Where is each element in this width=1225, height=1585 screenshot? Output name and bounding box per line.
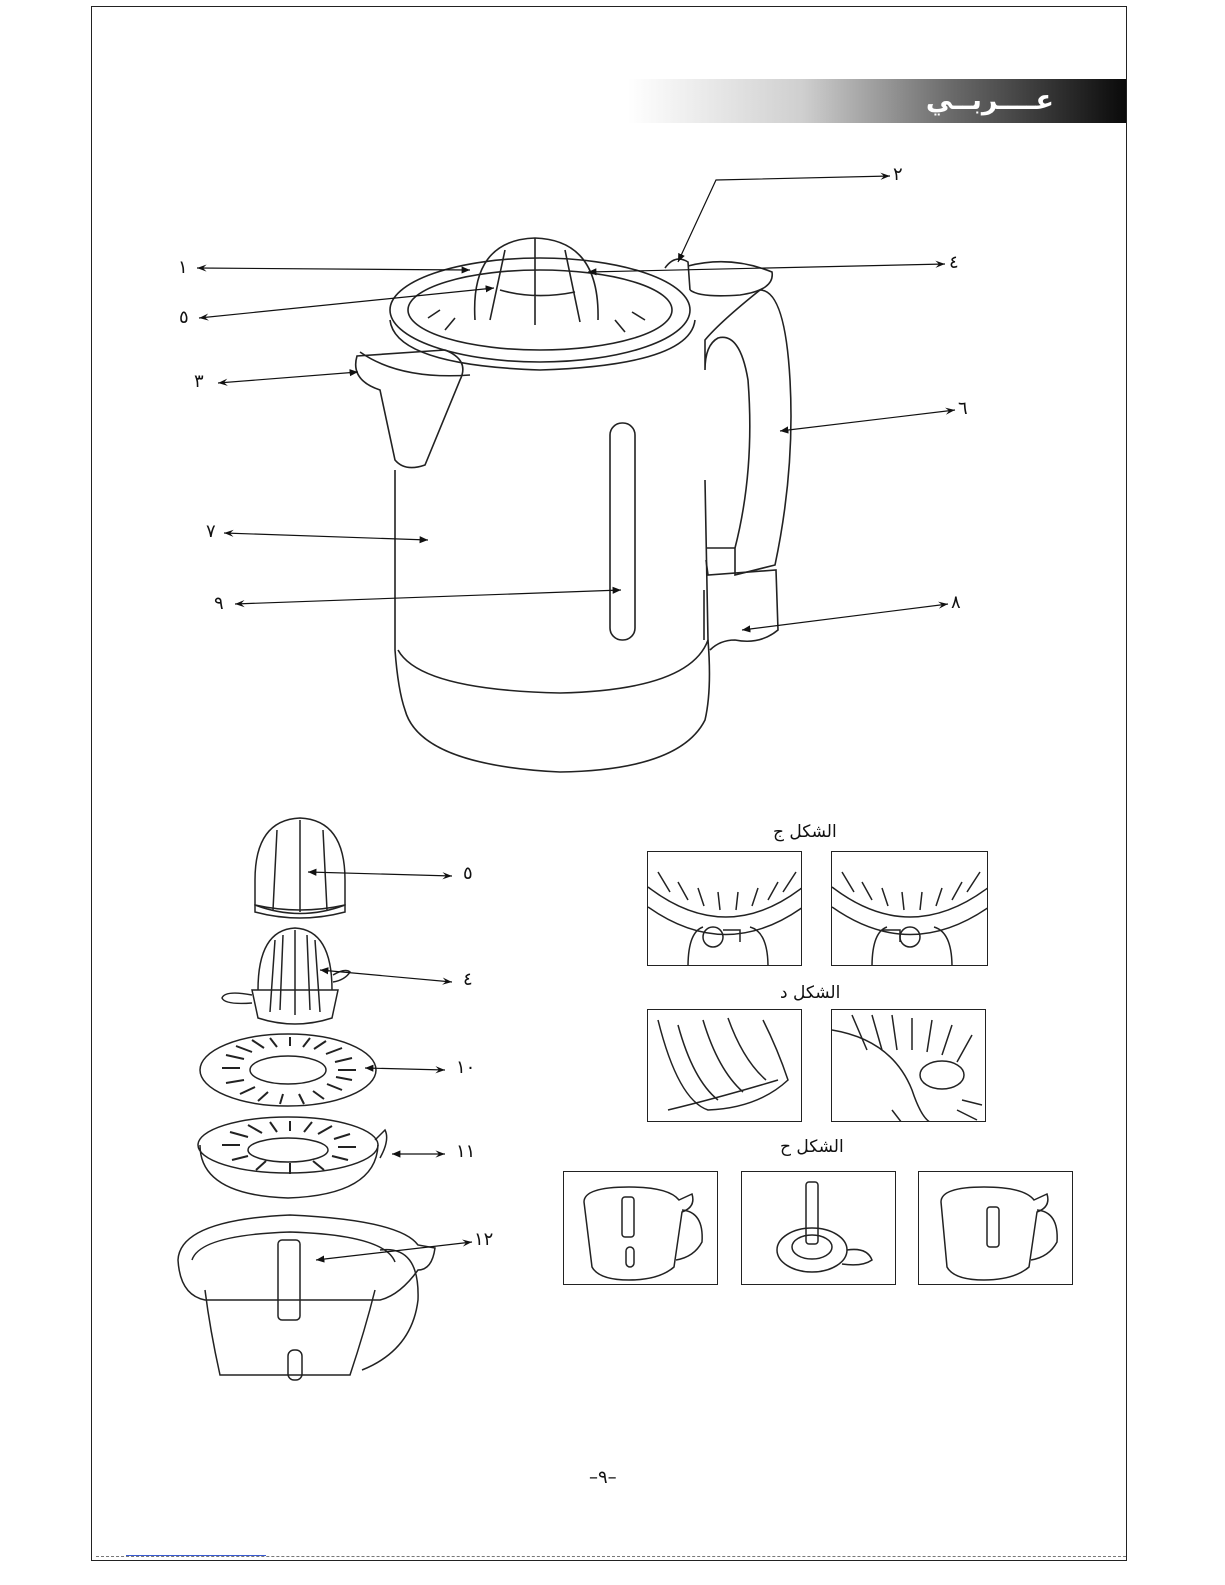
callout-9: ٩: [214, 595, 224, 613]
juicer-bowl-rim: [390, 258, 690, 362]
figure-d-photo-right: [831, 1009, 986, 1122]
callout-3: ٣: [194, 373, 204, 391]
callout-4: ٤: [949, 254, 959, 272]
kettle-base-band: [398, 640, 708, 693]
kettle-body: [395, 470, 709, 772]
callout-ex-11: ١١: [456, 1143, 475, 1161]
figure-caption-j: الشكل ج: [773, 822, 837, 842]
figure-j-photo-left: [647, 851, 802, 966]
callout-7: ٧: [206, 523, 216, 541]
leader-7: [224, 533, 428, 540]
juicer-bowl-inner: [408, 270, 672, 350]
leader-ex-12: [316, 1242, 472, 1260]
callout-2: ٢: [893, 166, 903, 184]
page-number: –٩–: [589, 1467, 617, 1488]
footer-dashed-line: [96, 1556, 1126, 1557]
water-level-window: [610, 423, 635, 640]
leader-2: [678, 176, 890, 262]
figure-h-photo-middle: [741, 1171, 896, 1285]
leader-9: [235, 590, 621, 604]
kettle-handle: [705, 290, 791, 575]
figure-d-photo-left: [647, 1009, 802, 1122]
leader-5: [199, 288, 494, 318]
callout-ex-5: ٥: [463, 865, 473, 883]
callout-ex-10: ١٠: [456, 1059, 475, 1077]
callout-ex-12: ١٢: [474, 1231, 493, 1249]
figure-caption-h: الشكل ح: [780, 1137, 844, 1157]
footer-blue-underline: [126, 1555, 266, 1556]
figure-h-photo-left: [563, 1171, 718, 1285]
callout-5: ٥: [179, 309, 189, 327]
leader-ex-5: [308, 872, 452, 876]
leader-6: [780, 410, 955, 431]
figure-h-photo-right: [918, 1171, 1073, 1285]
callout-8: ٨: [951, 594, 961, 612]
lid-tab: [665, 259, 690, 290]
jug-body: [205, 1290, 375, 1375]
leader-8: [742, 604, 948, 630]
leader-4: [588, 264, 945, 272]
leader-1: [197, 268, 470, 270]
kettle-spout: [356, 350, 463, 468]
callout-ex-4: ٤: [463, 971, 473, 989]
callout-6: ٦: [958, 400, 968, 418]
figure-j-photo-right: [831, 851, 988, 966]
leader-3: [218, 372, 358, 383]
callout-1: ١: [178, 259, 188, 277]
figure-caption-d: الشكل د: [780, 983, 840, 1003]
leader-ex-10: [365, 1068, 445, 1070]
